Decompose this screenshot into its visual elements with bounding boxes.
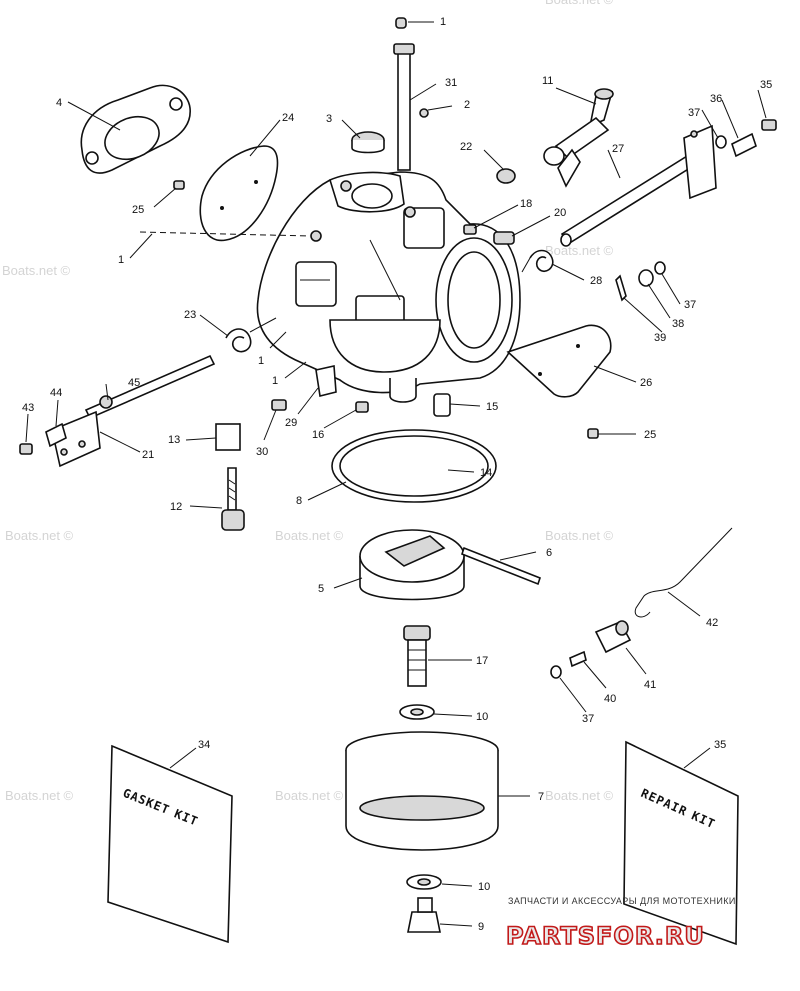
callout-2: 2: [464, 99, 470, 111]
callout-1: 1: [440, 16, 446, 28]
callout-6: 6: [546, 547, 552, 559]
callout-1: 1: [258, 355, 264, 367]
lever-hardware-parts: [19, 395, 113, 455]
callout-21: 21: [142, 449, 154, 461]
callout-39: 39: [654, 332, 666, 344]
watermark: Boats.net ©: [275, 528, 344, 543]
watermark: Boats.net ©: [545, 0, 614, 7]
callout-27: 27: [612, 143, 624, 155]
callout-10: 10: [478, 881, 490, 893]
idle-screw-parts: [715, 119, 777, 158]
callout-25: 25: [644, 429, 656, 441]
lever-shaft-part: [51, 354, 216, 468]
washer-parts: [615, 261, 666, 302]
callout-29: 29: [285, 417, 297, 429]
callout-20: 20: [554, 207, 566, 219]
throttle-shaft-part: [560, 124, 717, 247]
callout-26: 26: [640, 377, 652, 389]
callout-1: 1: [272, 375, 278, 387]
callout-22: 22: [460, 141, 472, 153]
callout-35: 35: [760, 79, 772, 91]
drain-nut-part: [407, 897, 441, 933]
callout-23: 23: [184, 309, 196, 321]
callout-35: 35: [714, 739, 726, 751]
callout-24: 24: [282, 112, 294, 124]
watermark: Boats.net ©: [2, 263, 71, 278]
callout-44: 44: [50, 387, 62, 399]
ad-brand-logo: PARTSFOR.RU: [506, 922, 705, 950]
float-pin-part: [461, 546, 541, 586]
callout-15: 15: [486, 401, 498, 413]
callout-40: 40: [604, 693, 616, 705]
idle-spring-part: [215, 423, 241, 451]
callout-37: 37: [582, 713, 594, 725]
torsion-spring-part: [521, 249, 554, 273]
callout-38: 38: [672, 318, 684, 330]
cap-part: [351, 131, 385, 154]
wire-link-part: [634, 527, 733, 618]
callout-30: 30: [256, 446, 268, 458]
callout-9: 9: [478, 921, 484, 933]
watermark: Boats.net ©: [545, 243, 614, 258]
callout-28: 28: [590, 275, 602, 287]
callout-37: 37: [684, 299, 696, 311]
callout-37: 37: [688, 107, 700, 119]
callout-45: 45: [128, 377, 140, 389]
callout-43: 43: [22, 402, 34, 414]
float-part: [359, 529, 465, 601]
screw-part: [173, 180, 599, 439]
callout-25: 25: [132, 204, 144, 216]
main-jet-part: [403, 625, 431, 687]
callout-34: 34: [198, 739, 210, 751]
callout-4: 4: [56, 97, 62, 109]
carburetor-body-part: [256, 171, 521, 403]
gasket-kit-card: [107, 744, 233, 944]
partsfor-advertisement: ЗАПЧАСТИ И АКСЕССУАРЫ ДЛЯ МОТОТЕХНИКИ PA…: [505, 896, 736, 951]
watermark: Boats.net ©: [275, 788, 344, 803]
callout-41: 41: [644, 679, 656, 691]
callout-1: 1: [118, 254, 124, 266]
callout-11: 11: [542, 75, 553, 87]
vent-tube-part: [393, 17, 429, 171]
watermark: Boats.net ©: [545, 528, 614, 543]
bowl-gasket-part: [331, 429, 497, 503]
callout-12: 12: [170, 501, 182, 513]
watermark: Boats.net ©: [5, 788, 74, 803]
callout-31: 31: [445, 77, 457, 89]
callout-numbers: 1 31 2 3 4 24 25 1 11 22 18 20 28 27 37 …: [22, 16, 772, 933]
callout-42: 42: [706, 617, 718, 629]
watermark: Boats.net ©: [545, 788, 614, 803]
float-bowl-part: [345, 731, 499, 851]
callout-7: 7: [538, 791, 544, 803]
callout-16: 16: [312, 429, 324, 441]
ad-tagline: ЗАПЧАСТИ И АКСЕССУАРЫ ДЛЯ МОТОТЕХНИКИ: [508, 896, 736, 906]
callout-leaders: [25, 21, 767, 927]
washer-part: [399, 704, 442, 890]
callout-8: 8: [296, 495, 302, 507]
callout-18: 18: [520, 198, 532, 210]
repair-kit-card: [623, 740, 739, 946]
callout-3: 3: [326, 113, 332, 125]
callout-5: 5: [318, 583, 324, 595]
callout-10: 10: [476, 711, 488, 723]
parts-artwork: [19, 17, 777, 946]
callout-17: 17: [476, 655, 488, 667]
watermarks: Boats.net © Boats.net © Boats.net © Boat…: [2, 0, 614, 803]
link-hardware-parts: [550, 620, 632, 679]
mixture-screw-part: [221, 467, 245, 531]
diaphragm-gasket-part: [199, 145, 279, 242]
return-spring-part: [225, 317, 277, 353]
fuel-fitting-part: [543, 88, 614, 188]
callout-13: 13: [168, 434, 180, 446]
flange-gasket-part: [80, 84, 191, 174]
watermark: Boats.net ©: [5, 528, 74, 543]
bowl-cover-gasket-part: [506, 324, 612, 398]
small-fittings-part: [463, 168, 516, 245]
callout-14: 14: [480, 467, 492, 479]
callout-36: 36: [710, 93, 722, 105]
